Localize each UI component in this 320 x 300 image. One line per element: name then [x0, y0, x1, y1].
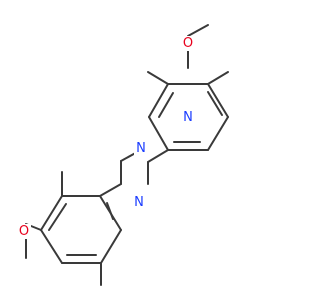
atom-label-layer: N O N N O [17, 36, 195, 239]
amine-nitrogen-label: N [134, 141, 148, 156]
bond [40, 195, 63, 231]
svg-text:N: N [183, 110, 193, 125]
svg-text:O: O [183, 36, 193, 51]
bond-double-inner [106, 202, 114, 220]
bond [207, 83, 229, 118]
bond [148, 83, 169, 118]
methoxy-oxygen-label: O [17, 224, 31, 239]
bond [187, 24, 209, 37]
bond [148, 116, 169, 151]
bond-layer [25, 24, 229, 286]
bond [100, 229, 122, 264]
bond-double-inner [207, 91, 223, 116]
bond [147, 71, 169, 85]
bond [207, 71, 229, 85]
svg-text:O: O [19, 224, 29, 239]
bond [207, 116, 229, 151]
pyridine-nitrogen-label: N [132, 195, 146, 210]
bond [147, 149, 169, 163]
methoxy-oxygen-label: O [181, 36, 195, 51]
molecule-structure-diagram: N O N N O [17, 24, 229, 286]
svg-text:N: N [136, 141, 146, 156]
bond [99, 183, 122, 197]
bond-double-inner [158, 92, 174, 118]
bond [40, 229, 63, 264]
pyridine-nitrogen-label: N [181, 110, 195, 125]
svg-text:N: N [134, 195, 144, 210]
bond-double-inner [48, 203, 67, 231]
